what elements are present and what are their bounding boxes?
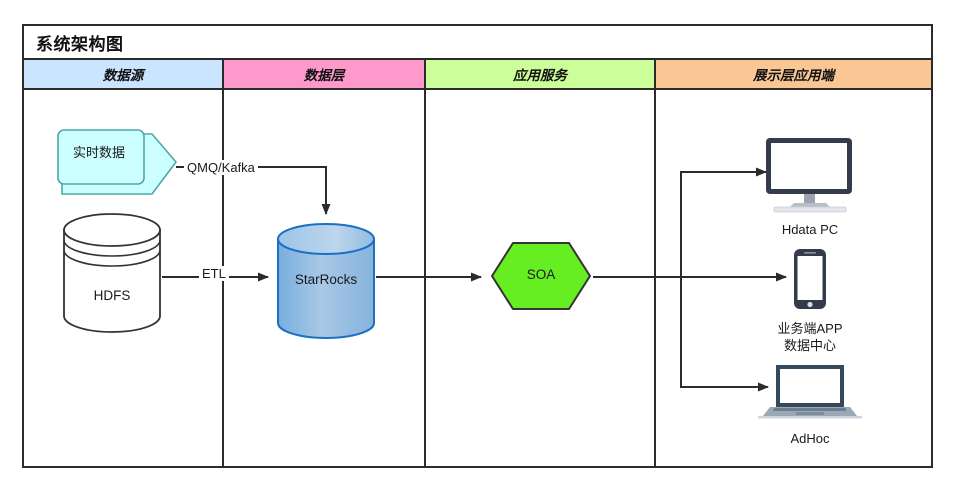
lane-header-app-service: 应用服务 [426, 60, 656, 88]
lane-header-label: 数据源 [102, 68, 144, 83]
node-starrocks[interactable]: StarRocks [276, 222, 376, 340]
lane-header-label: 展示层应用端 [753, 68, 834, 83]
lane-header-data-layer: 数据层 [224, 60, 426, 88]
cylinder-shape [277, 223, 375, 339]
node-label: 实时数据 [72, 145, 125, 160]
hexagon-shape [491, 242, 591, 310]
lane-header-label: 应用服务 [513, 68, 567, 83]
edge-soa-to-devices [593, 167, 787, 392]
node-hdata-pc[interactable]: Hdata PC [750, 135, 870, 238]
node-soa[interactable]: SOA [489, 240, 593, 312]
device-label: Hdata PC [781, 222, 839, 237]
edge-label-etl: ETL [199, 266, 229, 281]
edge-label-qmq-kafka: QMQ/Kafka [184, 160, 258, 175]
banner-shape [57, 129, 177, 195]
laptop-icon [758, 365, 862, 419]
lane-header-presentation: 展示层应用端 [656, 60, 931, 88]
node-label: StarRocks [294, 272, 358, 287]
node-hdfs[interactable]: HDFS [62, 212, 162, 334]
device-label: AdHoc [790, 431, 830, 446]
smartphone-icon [794, 249, 826, 309]
node-label: HDFS [93, 288, 131, 303]
lane-header-data-source: 数据源 [24, 60, 224, 88]
device-label: 业务端APP 数据中心 [777, 321, 843, 353]
desktop-monitor-icon [766, 138, 852, 213]
node-realtime-data[interactable]: 实时数据 [56, 128, 180, 200]
architecture-diagram-frame: 系统架构图 数据源 数据层 应用服务 展示层应用端 [22, 24, 933, 468]
diagram-title-band: 系统架构图 [24, 26, 931, 60]
node-business-app[interactable]: 业务端APP 数据中心 [757, 248, 863, 354]
node-label: SOA [526, 267, 556, 282]
lane-header-label: 数据层 [303, 68, 345, 83]
database-cylinder-shape [63, 213, 161, 333]
lane-header-row: 数据源 数据层 应用服务 展示层应用端 [24, 60, 931, 90]
node-adhoc[interactable]: AdHoc [752, 362, 868, 447]
page-title: 系统架构图 [36, 34, 124, 54]
